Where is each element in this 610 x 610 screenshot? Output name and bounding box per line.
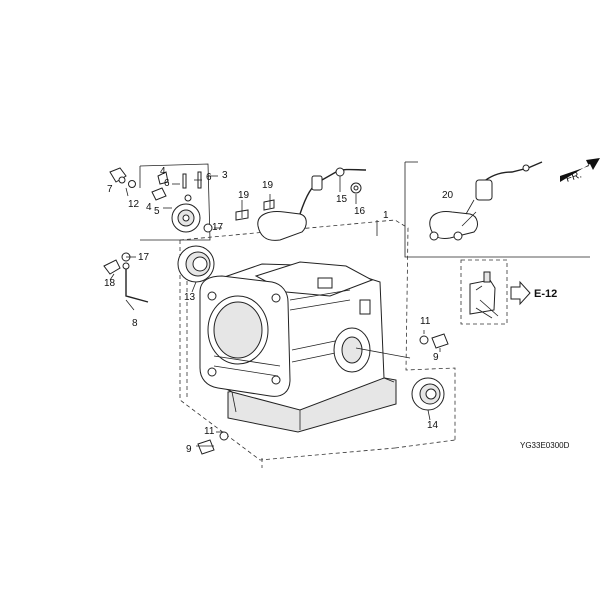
part-19-bolt-b [263, 199, 275, 211]
part-14-seal [411, 377, 445, 411]
inset-panel-top-right [404, 161, 590, 258]
callout-4: 4 [146, 202, 152, 213]
leader-lines [109, 175, 483, 447]
callout-16: 16 [354, 206, 366, 217]
crankcase-part-1 [199, 261, 397, 433]
callout-19: 19 [262, 180, 274, 191]
part-15-switch [257, 167, 367, 241]
callout-3: 3 [222, 170, 228, 181]
front-arrow-icon [560, 158, 600, 182]
callout-17: 17 [138, 252, 150, 263]
callout-4: 4 [160, 166, 166, 177]
callout-12: 12 [128, 199, 140, 210]
part-9-bolt-b [197, 439, 215, 455]
callout-11: 11 [204, 426, 215, 437]
callout-13: 13 [184, 292, 196, 303]
callout-17: 17 [212, 222, 224, 233]
callout-8: 8 [132, 318, 138, 329]
callout-18: 18 [104, 278, 116, 289]
callout-20: 20 [442, 190, 454, 201]
callout-9: 9 [186, 444, 192, 455]
part-7-clip [109, 167, 127, 184]
callout-7: 7 [107, 184, 113, 195]
part-17-washer-a [203, 223, 213, 233]
callout-14: 14 [427, 420, 439, 431]
part-16-nut [350, 182, 362, 194]
ref-label-e12: E-12 [534, 288, 557, 300]
front-label: FR. [565, 169, 584, 184]
part-12-washer [128, 180, 136, 188]
callout-15: 15 [336, 194, 348, 205]
part-8-shaft [122, 262, 149, 303]
callout-6: 6 [164, 178, 170, 189]
assembly-outline [179, 219, 456, 468]
callout-1: 1 [383, 210, 389, 221]
diagram-code: YG33E0300D [520, 441, 570, 450]
callout-11: 11 [420, 316, 431, 327]
callout-19: 19 [238, 190, 250, 201]
part-9-bolt-a [431, 333, 449, 349]
part-20-bracket [429, 161, 543, 241]
inset-panel-e12 [460, 259, 531, 325]
part-11-washer-a [419, 335, 429, 345]
callout-5: 5 [154, 206, 160, 217]
part-13-bearing [177, 245, 215, 283]
part-11-washer-b [219, 431, 229, 441]
callout-9: 9 [433, 352, 439, 363]
callout-6: 6 [206, 172, 212, 183]
part-18-pin [103, 259, 121, 275]
